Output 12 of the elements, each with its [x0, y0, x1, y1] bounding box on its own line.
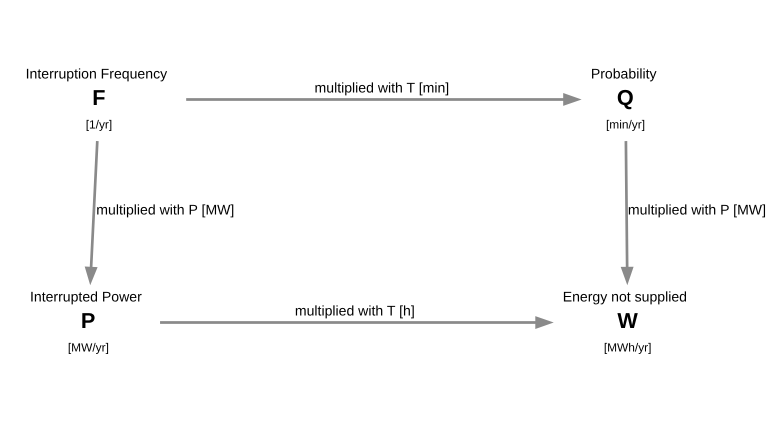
- node-text: Interruption Frequency F [1/yr]: [26, 65, 168, 132]
- node-text: Probability Q [min/yr]: [590, 65, 657, 132]
- edge-label: multiplied with T [min]: [314, 79, 450, 96]
- node-text: Interrupted Power P [MW/yr]: [30, 288, 142, 355]
- arrow: [620, 141, 634, 286]
- arrow: [186, 93, 582, 106]
- edge-label: multiplied with P [MW]: [96, 202, 234, 218]
- arrow: [84, 141, 99, 286]
- edge-label: multiplied with T [h]: [294, 302, 415, 318]
- edge-label: multiplied with P [MW]: [628, 202, 766, 218]
- node-text: Energy not supplied W [MWh/yr]: [562, 288, 688, 355]
- arrow: [160, 316, 554, 329]
